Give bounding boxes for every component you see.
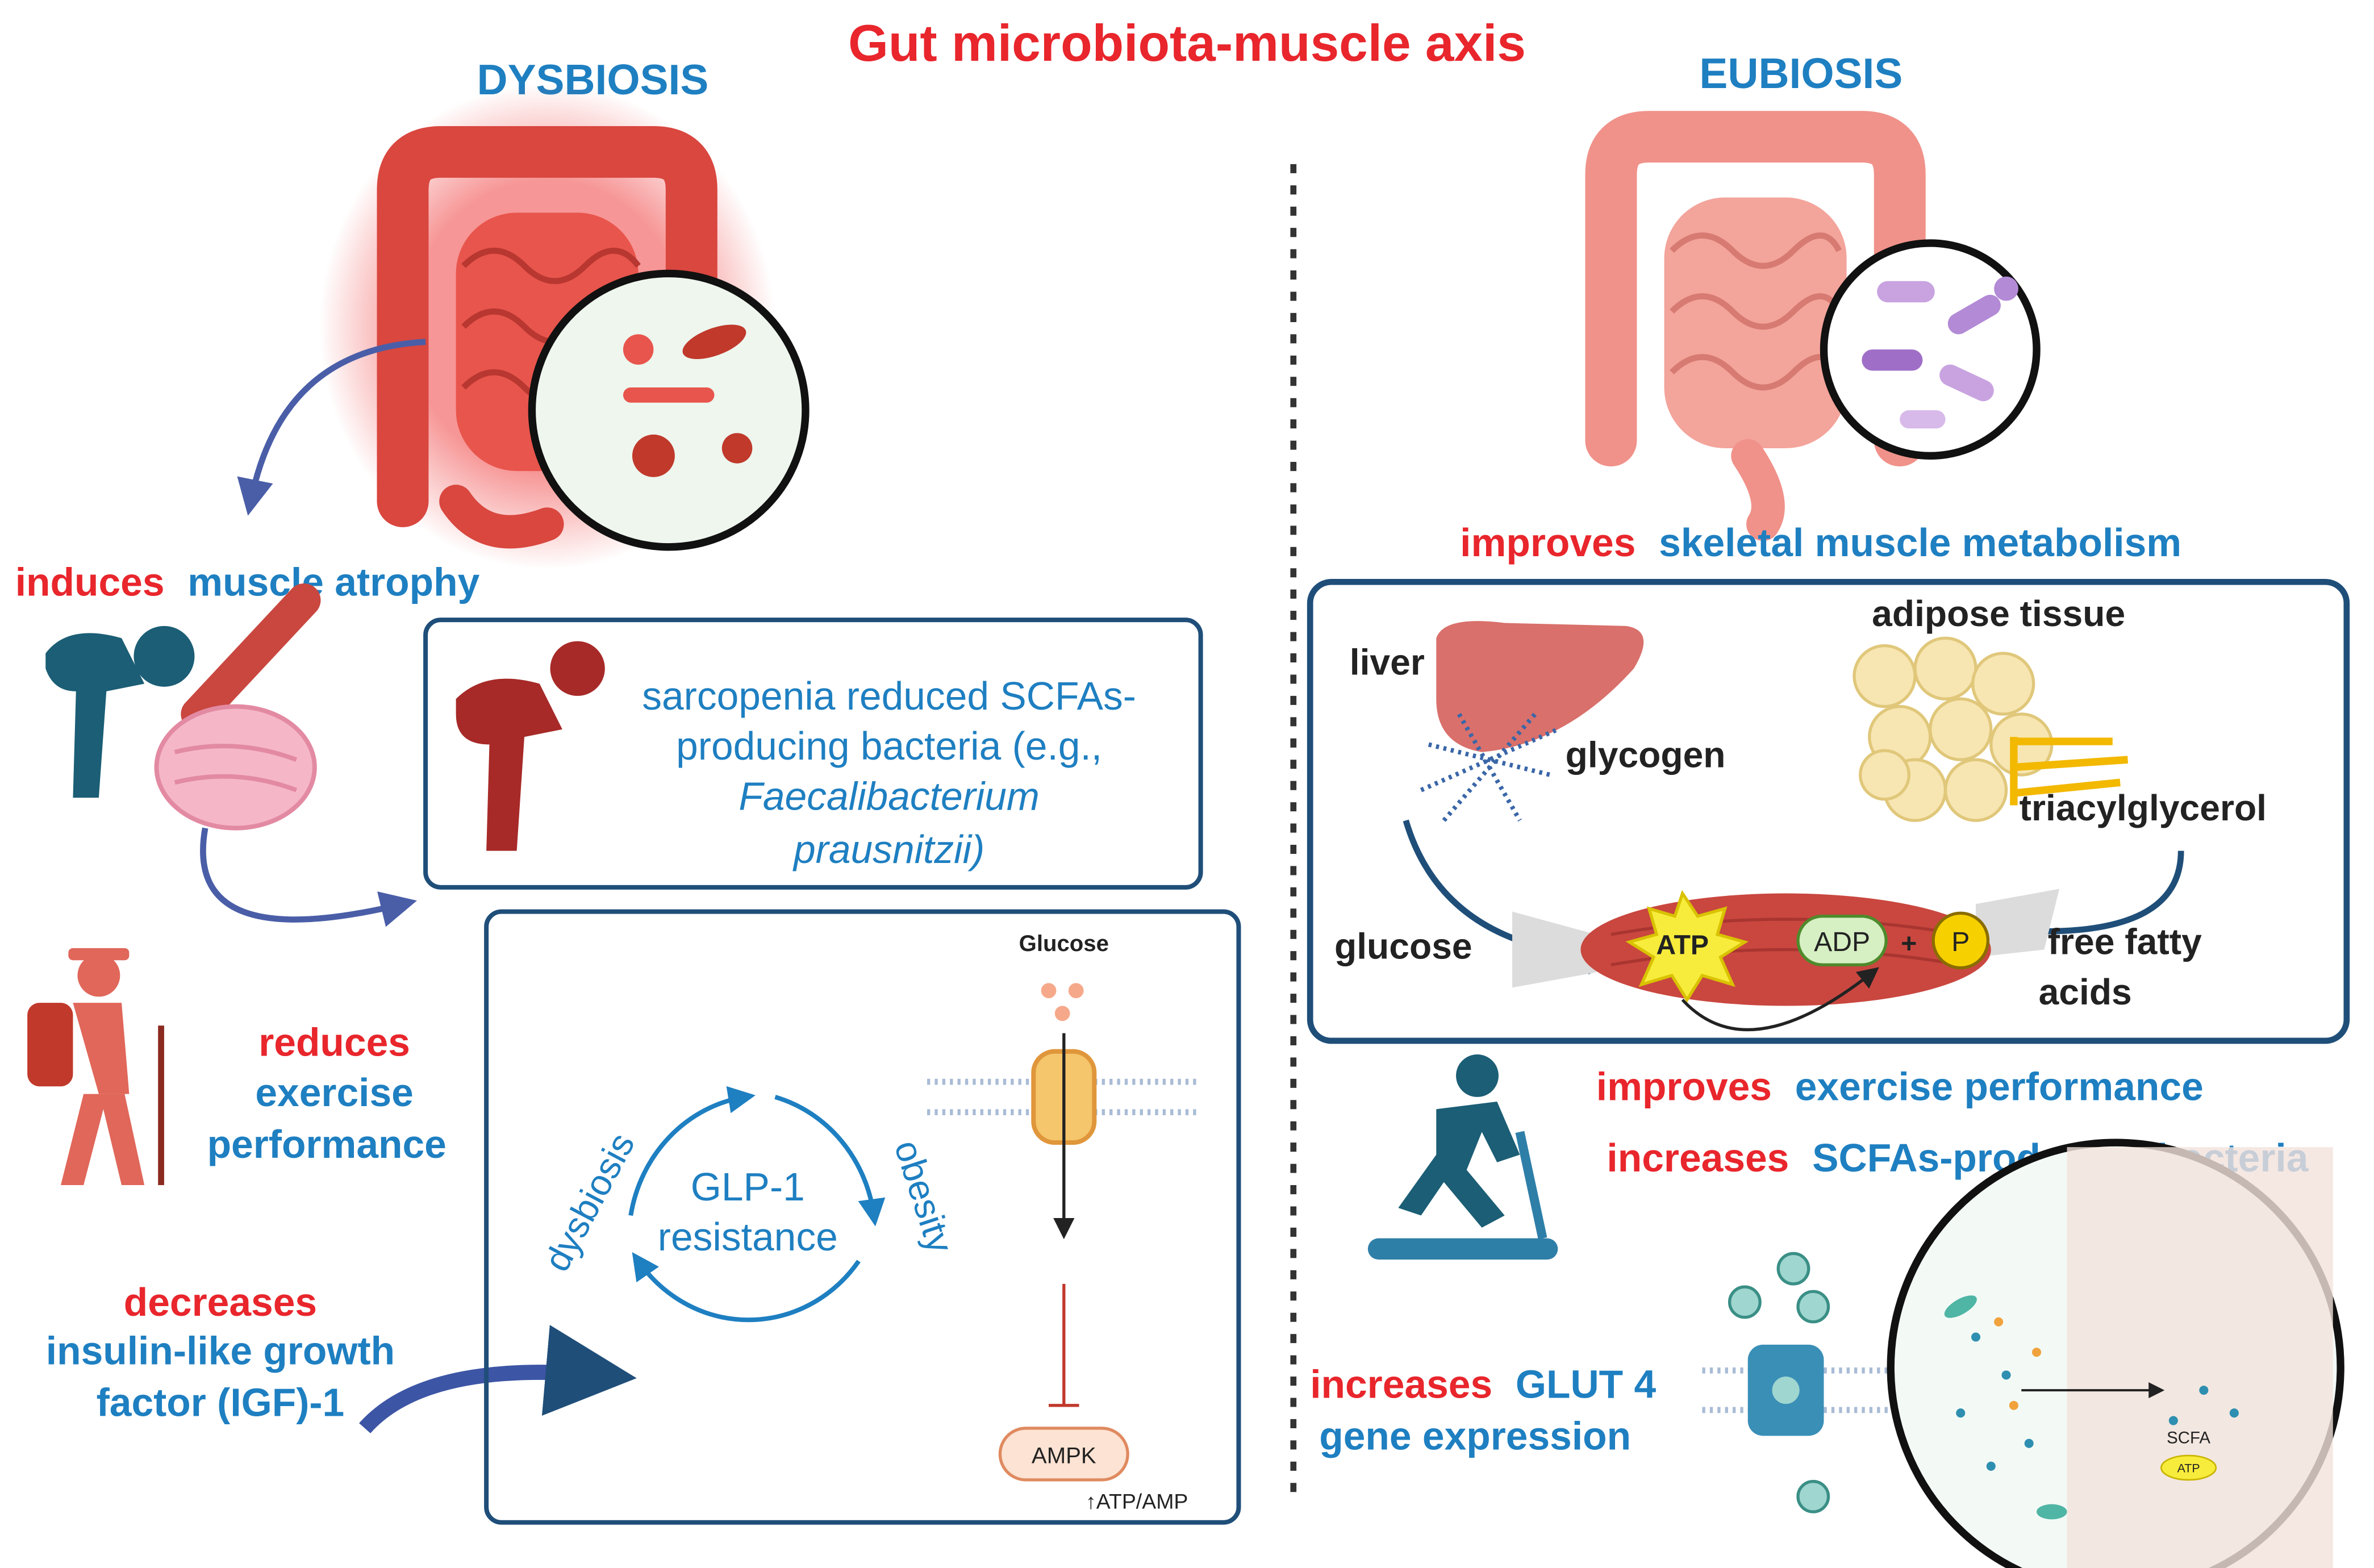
inset-atp-pill <box>2160 1454 2217 1481</box>
eubiosis-heading: EUBIOSIS <box>1699 49 1902 97</box>
inset-scfa-label: SCFA <box>2167 1429 2210 1448</box>
ffa-line-2: acids <box>2039 971 2132 1012</box>
atrophy-object: muscle atrophy <box>187 560 479 604</box>
atrophy-statement: induces muscle atrophy <box>15 560 480 604</box>
glp-obesity-label: obesity <box>887 1135 961 1258</box>
ampk-label: AMPK <box>1032 1442 1096 1468</box>
adipose-label: adipose tissue <box>1872 593 2125 634</box>
plus-sign: + <box>1901 928 1917 959</box>
metabolism-statement: improves skeletal muscle metabolism <box>1460 520 2181 565</box>
eubiosis-exercise-statement: improves exercise performance <box>1596 1064 2204 1108</box>
glucose-molecules <box>1041 983 1084 1021</box>
bent-person-icon <box>45 625 195 798</box>
glut-verb: increases <box>1310 1362 1492 1406</box>
glycogen-granules <box>1420 712 1559 822</box>
exercise-verb: reduces <box>258 1020 410 1065</box>
atp-amp-ratio: ↑ATP/AMP <box>1086 1490 1188 1513</box>
treadmill-runner-icon <box>1367 1054 1558 1260</box>
glut4-transporter-icon <box>1702 1252 1900 1513</box>
inset-atp-label: ATP <box>2177 1462 2200 1475</box>
eubiosis-exercise-object: exercise performance <box>1795 1064 2204 1108</box>
metabolism-object: skeletal muscle metabolism <box>1659 520 2181 565</box>
igf-verb: decreases <box>124 1280 317 1324</box>
triacylglycerol-icon <box>2010 737 2129 806</box>
atrophy-verb: induces <box>15 560 165 604</box>
atp-label: ATP <box>1656 930 1709 961</box>
igf-line-2: factor (IGF)-1 <box>97 1381 345 1425</box>
glp-dysbiosis-label: dysbiosis <box>536 1126 643 1278</box>
glut-statement: increases GLUT 4 <box>1310 1362 1656 1406</box>
glp-cycle <box>628 1086 886 1323</box>
elderly-person-icon <box>456 641 605 851</box>
glucose-label: Glucose <box>1019 931 1109 956</box>
sarcopenia-line-3: Faecalibacterium <box>739 774 1040 818</box>
glut-line-2: gene expression <box>1319 1413 1631 1458</box>
glp-resistance-box <box>484 909 1241 1525</box>
liver-shape <box>1436 621 1644 752</box>
arrow-gut-to-atrophy <box>237 339 426 516</box>
exercise-line-1: exercise <box>255 1070 413 1115</box>
phosphate-label: P <box>1951 927 1970 957</box>
dysbiosis-microbe-inset <box>528 269 810 551</box>
muscle-fiber-icon <box>154 583 321 831</box>
eubiosis-exercise-verb: improves <box>1596 1064 1772 1108</box>
arrow-igf-to-glp-box <box>359 1325 637 1433</box>
adp-pill <box>1796 915 1888 966</box>
sarcopenia-box <box>423 618 1203 890</box>
eubiosis-microbe-inset <box>1820 239 2041 460</box>
ffa-line-1: free fatty <box>2048 921 2202 962</box>
exercise-line-2: performance <box>207 1122 447 1166</box>
atp-burst <box>1625 890 1749 1003</box>
main-title: Gut microbiota-muscle axis <box>848 15 1526 72</box>
arrow-muscle-to-sarcopenia <box>200 827 417 927</box>
metabolism-panel <box>1307 578 2350 1044</box>
triacylglycerol-label: triacylglycerol <box>2020 787 2267 828</box>
sarcopenia-line-4: prausnitzii) <box>792 827 984 871</box>
liver-label: liver <box>1350 641 1425 682</box>
hiker-icon <box>27 948 164 1186</box>
arrow-fat-to-muscle <box>1991 850 2184 950</box>
metabolism-verb: improves <box>1460 520 1635 565</box>
adp-label: ADP <box>1814 927 1870 957</box>
igf-line-1: insulin-like growth <box>46 1329 395 1373</box>
scfa-verb: increases <box>1607 1136 1789 1180</box>
scfa-gut-inset <box>1887 1139 2344 1568</box>
ampk-pill <box>998 1427 1129 1482</box>
sarcopenia-line-1: sarcopenia reduced SCFAs- <box>642 674 1136 718</box>
atp-to-adp-arrow <box>1681 967 1879 1032</box>
phosphate-circle <box>1931 911 1990 970</box>
glycogen-label: glycogen <box>1566 735 1726 775</box>
glut-object: GLUT 4 <box>1516 1362 1657 1406</box>
sarcopenia-line-2: producing bacteria (e.g., <box>676 724 1102 768</box>
healthy-intestine-illustration <box>1585 111 1926 541</box>
glp-center-line-1: GLP-1 <box>691 1165 805 1209</box>
glp-center-line-2: resistance <box>658 1215 838 1259</box>
glucose-panel-label: glucose <box>1334 926 1472 967</box>
